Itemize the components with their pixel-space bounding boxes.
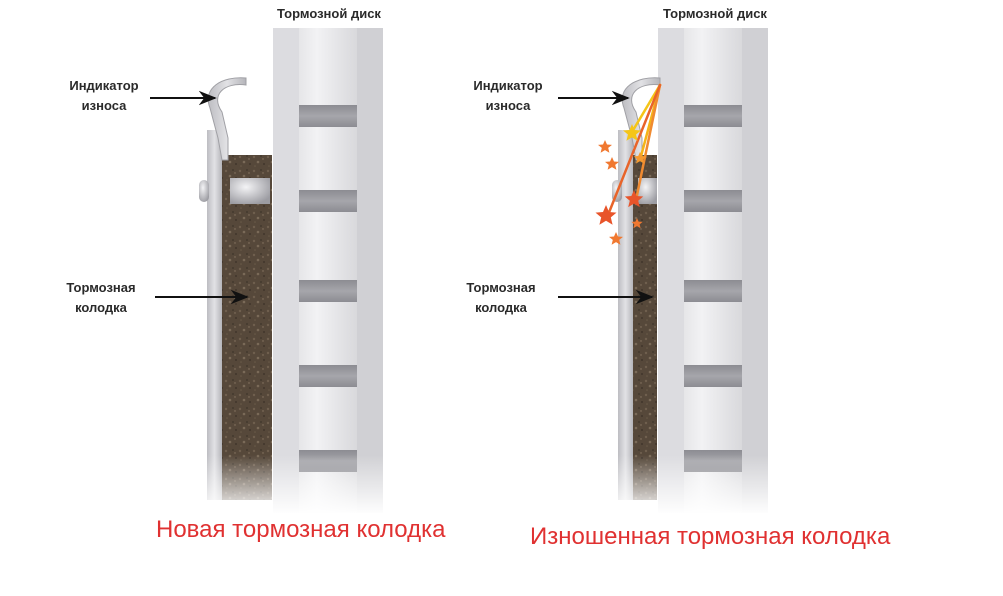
spark-star-icon [624, 190, 644, 208]
brake-disc-left [273, 28, 383, 513]
fade-left [190, 455, 390, 515]
brake-pad-right [612, 130, 657, 500]
caption-worn-pad: Изношенная тормозная колодка [530, 523, 891, 550]
spark-star-icon [595, 205, 617, 225]
spark-rays [606, 83, 662, 217]
caption-new-pad: Новая тормозная колодка [156, 516, 446, 543]
wear-indicator-left [207, 77, 247, 161]
brake-disc-right [658, 28, 768, 513]
disc-label-left: Тормозной диск [277, 6, 381, 21]
spark-star-icon [633, 152, 647, 164]
spark-star-icon [609, 232, 623, 245]
spark-star-icon [631, 218, 643, 229]
brake-pad-left [199, 130, 272, 500]
spark-star-icon [623, 124, 641, 141]
spark-star-icon [598, 140, 612, 153]
disc-label-right: Тормозной диск [663, 6, 767, 21]
spark-star-icons [595, 124, 647, 245]
fade-right [600, 455, 800, 515]
spark-star-icon [605, 157, 619, 170]
